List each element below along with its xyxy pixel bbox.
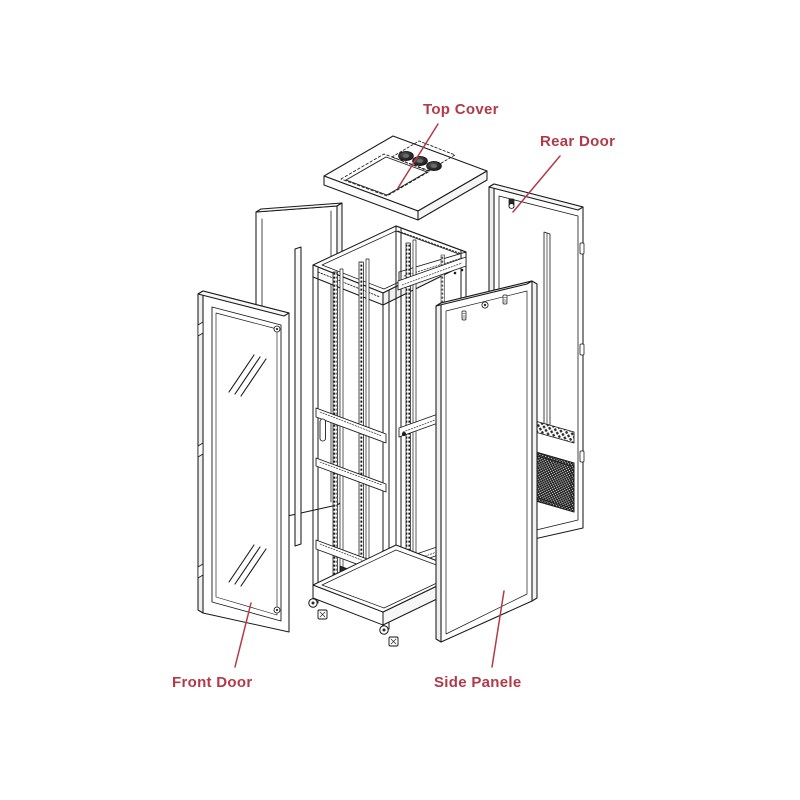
part-front-door [197, 290, 290, 633]
part-top-cover [323, 135, 488, 221]
front-door-hinges [197, 321, 204, 579]
rear-door-lock-icon [508, 198, 515, 209]
callout-leader-lines [234, 123, 561, 668]
callout-label-side-panel: Side Panele [434, 674, 522, 691]
front-door-lock-lower-icon [273, 606, 281, 614]
front-door-glass-glare-lower [228, 544, 267, 587]
callout-label-rear-door: Rear Door [540, 133, 616, 150]
front-door-lock-upper-icon [273, 325, 281, 333]
rear-door-hinges [579, 242, 585, 463]
part-side-panel-right [435, 280, 538, 643]
callout-label-front-door: Front Door [172, 674, 253, 691]
part-rack-frame [308, 225, 470, 647]
leader-rear-door [512, 155, 561, 213]
side-panel-fasteners [461, 294, 508, 321]
frame-door-handle [319, 418, 326, 442]
callout-label-top-cover: Top Cover [423, 101, 499, 118]
leader-top-cover [397, 123, 439, 189]
front-door-glass-glare-upper [228, 354, 267, 397]
leader-side-panel [491, 590, 505, 668]
leader-front-door [234, 602, 252, 668]
side-panel-left-trim [294, 246, 302, 547]
